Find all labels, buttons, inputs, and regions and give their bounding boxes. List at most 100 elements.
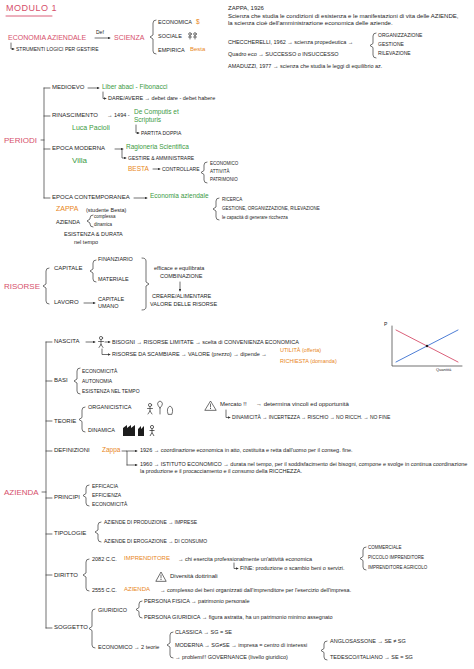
branch-text: RICHIESTA (domanda)	[280, 358, 337, 365]
note-text: STRUMENTI LOGICI PER GESTIRE	[16, 46, 99, 52]
brace	[370, 33, 376, 58]
axis-label: Quantità	[436, 368, 451, 373]
note-text: nel tempo	[74, 239, 98, 246]
branch-text: DINAMICA	[88, 427, 115, 434]
branch-text: MEDIOEVO	[52, 84, 84, 91]
note-text: Quadro eco → SUCCESSO o INSUCCESSO	[228, 51, 339, 58]
branch-text: AUTONOMIA	[82, 378, 112, 384]
person-icon	[150, 429, 155, 436]
note-text: Scienza che studia le condizioni di esis…	[228, 13, 464, 28]
branch-text: ATTIVITÀ	[210, 169, 229, 174]
branch-text: AZIENDA	[56, 219, 80, 226]
author-name: Besta	[190, 46, 205, 53]
branch-text: ORGANIZZAZIONE	[378, 32, 422, 38]
section-heading: AZIENDA	[4, 488, 39, 498]
branch-text: LAVORO	[54, 299, 79, 306]
note-text: CLASSICA → SG = SE	[175, 629, 232, 636]
topic-heading: SCIENZA	[114, 34, 144, 43]
factory-icon	[138, 426, 144, 436]
branch-text: PATRIMONIO	[210, 177, 238, 182]
branch-text: VALORE DELLE RISORSE	[150, 301, 217, 308]
branch-text: PICCOLO IMPRENDITORE	[368, 555, 424, 560]
arrow	[153, 169, 160, 170]
brace	[136, 601, 142, 618]
branch-text: CREARE/ALIMENTARE	[152, 293, 211, 300]
note-text: AMADUZZI, 1977 → scienza che studia le l…	[228, 63, 382, 70]
warning-sign	[205, 401, 216, 410]
note-text: efficace e equilibrata	[154, 265, 204, 272]
author-name: ZAPPA, 1926	[228, 5, 264, 12]
branch-text: TIPOLOGIE	[54, 530, 86, 537]
chart-dot	[426, 345, 428, 347]
demand-line	[396, 330, 458, 362]
branch-text: RICERCA	[222, 197, 242, 202]
arrow	[105, 342, 110, 343]
brace	[79, 407, 85, 432]
branch-text: CAPITALE	[54, 265, 83, 272]
arrow	[127, 451, 137, 452]
branch-text: MATERIALE	[98, 276, 129, 283]
branch-text: SOGGETTO	[54, 624, 88, 631]
branch-text: NASCITA	[54, 338, 80, 345]
arrow	[84, 303, 95, 304]
brace	[167, 632, 173, 658]
branch-text: GESTIONE	[378, 41, 404, 47]
factory-icon	[123, 425, 135, 436]
person-icon	[194, 36, 197, 40]
note-text: → determina vincoli ed opportunità	[256, 401, 349, 408]
note-text: ANGLOSASSONE → SE ≠ SG	[330, 638, 406, 645]
arrow	[226, 410, 230, 418]
branch-text: COMBINAZIONE	[160, 273, 202, 280]
note-text: le capacità di generare ricchezza	[222, 215, 288, 220]
author-name: BESTA	[128, 165, 149, 173]
note-text: complessa	[94, 214, 116, 219]
brace	[150, 20, 156, 54]
arrow	[11, 43, 14, 49]
note-text: → complesso dei beni organizzati dall'im…	[160, 587, 351, 594]
historic-work: De Computis et Scripturis	[134, 108, 206, 124]
page-title: MODULO 1	[6, 4, 57, 14]
brace	[87, 215, 93, 227]
brace	[83, 485, 89, 506]
note-text: MODERNA → SG≠SE → impresa = centro di in…	[175, 642, 307, 649]
branch-text: IMPRENDITORE	[124, 555, 170, 562]
note-text: PERSONA FISICA → patrimonio personale	[144, 598, 249, 605]
brace	[89, 609, 95, 648]
section-heading: RISORSE	[4, 282, 40, 292]
branch-text: ECONOMICITÀ	[82, 368, 117, 374]
organism-icon	[158, 401, 163, 414]
branch-text: BASI	[54, 377, 68, 384]
note-text: CONTROLLARE	[162, 166, 200, 172]
branch-text: ECONOMICO → 2 teorie	[98, 644, 159, 651]
note-text: DARE/AVERE → debet dare - debet habere	[108, 95, 215, 102]
axis-label: P	[384, 321, 387, 327]
chart-axis	[392, 326, 462, 366]
branch-text: PRINCIPI	[54, 494, 80, 501]
note-text: 1960 → ISTITUTO ECONOMICO → durata nel t…	[140, 461, 468, 474]
arrow	[103, 92, 106, 99]
note-text: PERSONA GIURIDICA → figura astratta, ha …	[144, 614, 333, 621]
branch-text: ECONOMICA	[158, 19, 192, 26]
organism-icon	[148, 403, 151, 406]
warning-sign	[156, 572, 166, 581]
branch-text: CAPITALE UMANO	[98, 296, 132, 309]
note-text: Diversità dottrinali	[170, 573, 218, 580]
branch-text: ESISTENZA NEL TEMPO	[82, 388, 140, 394]
branch-text: UTILITÀ (offerta)	[280, 347, 321, 354]
branch-text: EPOCA MODERNA	[52, 145, 105, 152]
note-text: FINE: produzione o scambio beni o serviz…	[240, 565, 345, 572]
arrow	[88, 88, 99, 89]
historic-work: Ragioneria Scientifica	[126, 143, 189, 151]
supply-line	[396, 330, 458, 362]
branch-text: GESTIONE, ORGANIZZAZIONE, RILEVAZIONE	[222, 206, 320, 211]
note-text: Def	[96, 29, 104, 35]
branch-text: SOCIALE	[158, 33, 182, 40]
arrow	[115, 149, 123, 150]
note-text: BISOGNI → RISORSE LIMITATE → scelta di C…	[112, 339, 299, 346]
arrow	[95, 38, 110, 39]
brace	[74, 368, 80, 394]
brace	[213, 198, 219, 220]
branch-text: EMPIRICA	[158, 47, 185, 54]
author-name: Luca Pacioli	[72, 124, 110, 133]
branch-text: FINANZIARIO	[98, 256, 133, 263]
